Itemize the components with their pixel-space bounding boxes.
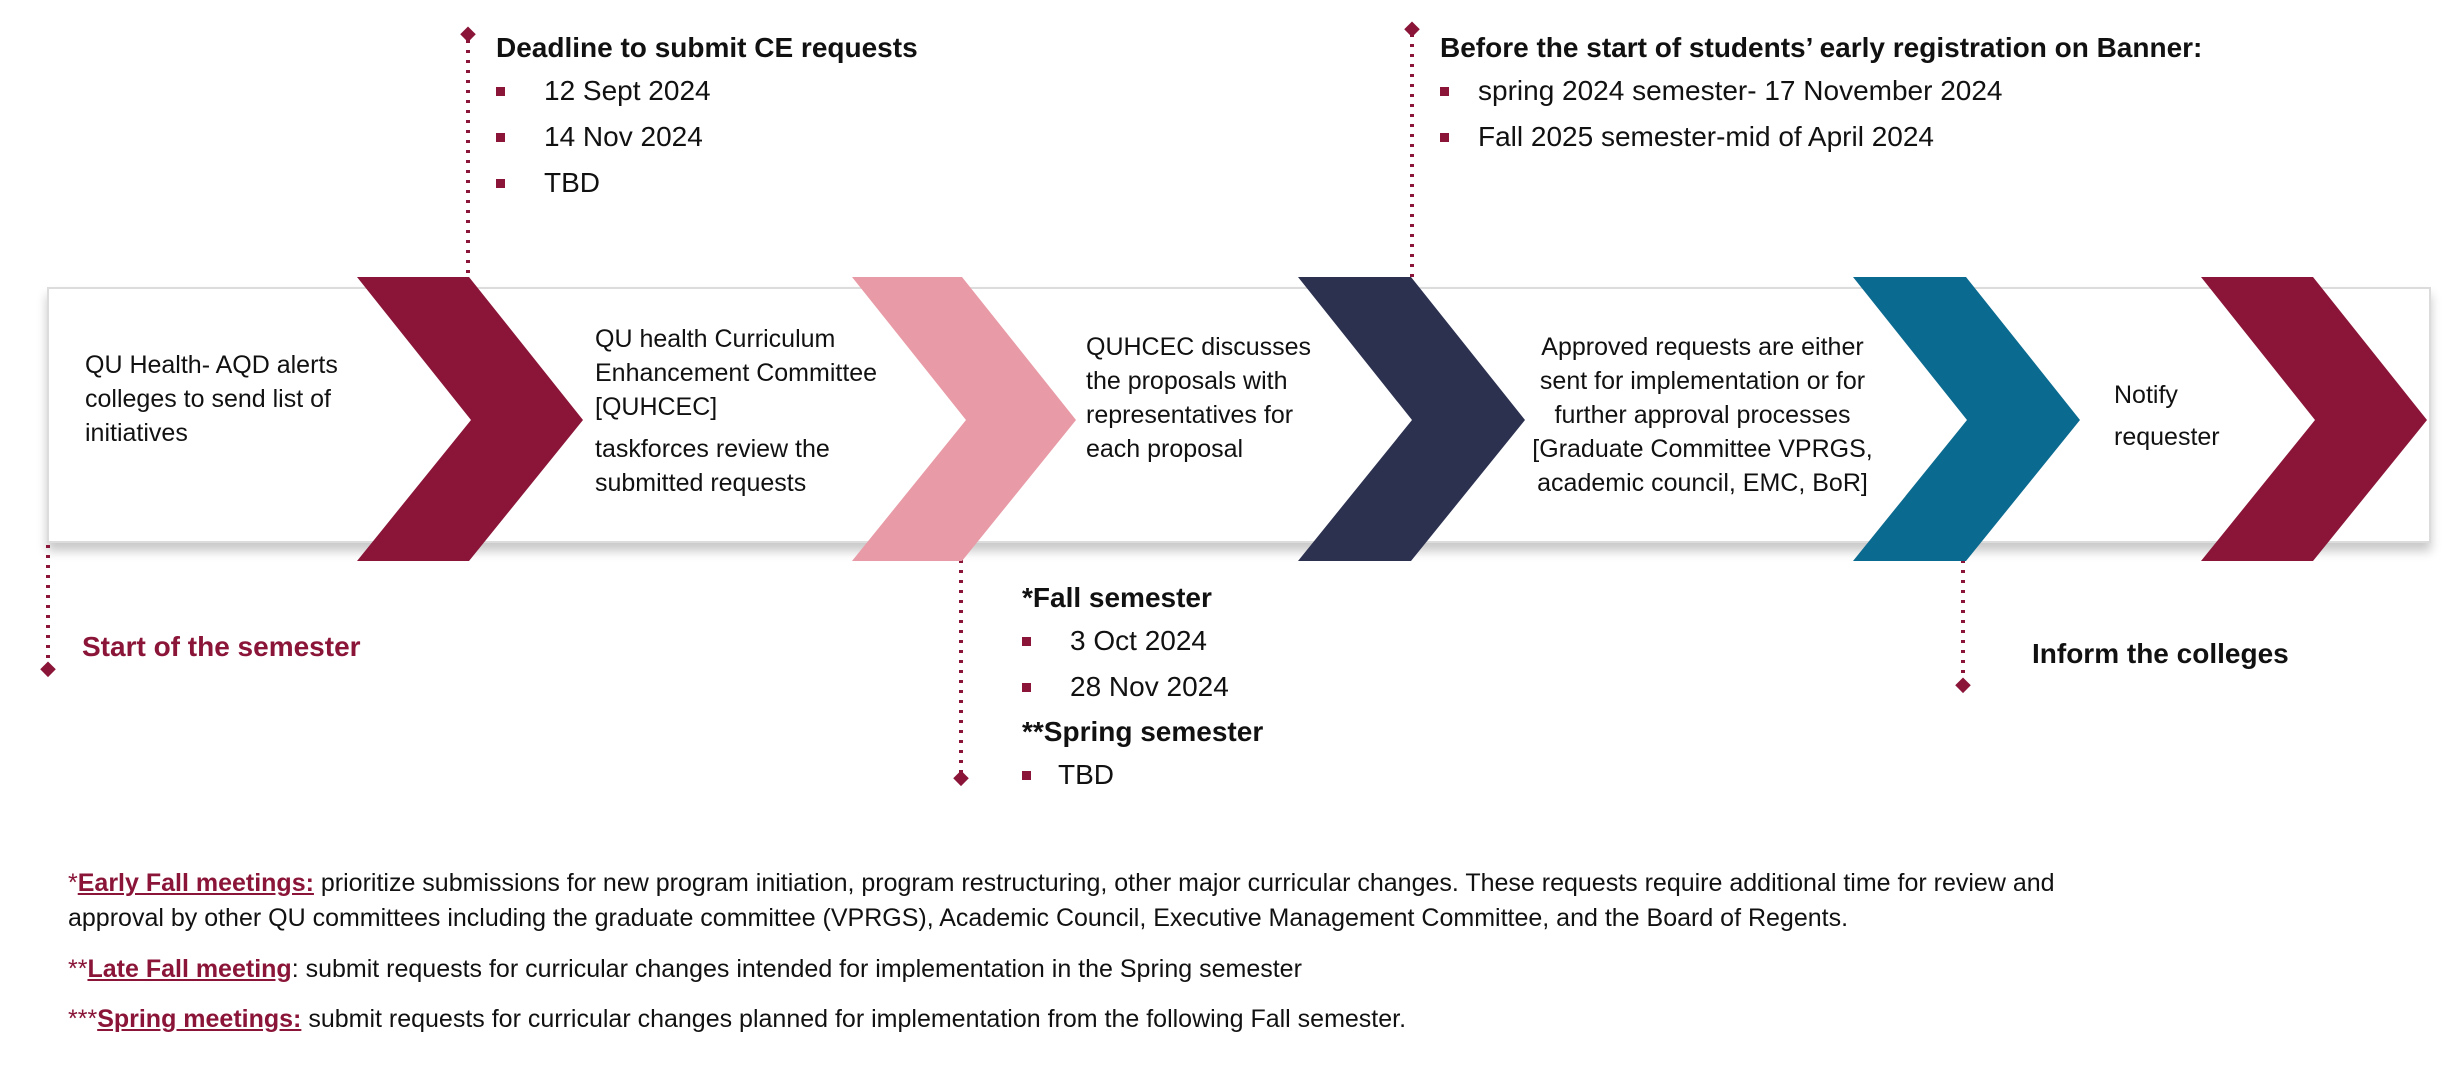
step-line: requester [2114,423,2220,451]
note-stars: * [68,869,78,897]
step-line: each proposal [1086,435,1244,463]
step-line: [Graduate Committee VPRGS, [1532,435,1873,463]
connector-start-diamond [40,661,56,678]
step-line: the proposals with [1086,367,1288,395]
step-line: Enhancement Committee [595,359,878,387]
list-item: 28 Nov 2024 [1022,664,1522,710]
step-line: submitted requests [595,469,807,497]
chevron-1 [357,277,583,561]
step-1-text: QU Health- AQD alerts colleges to send l… [85,348,375,450]
note-label: Early Fall meetings: [77,869,314,897]
list-item: TBD [496,160,1096,206]
list-item: Fall 2025 semester-mid of April 2024 [1440,114,2420,160]
list-item: TBD [1022,752,1522,798]
meetings-block: *Fall semester 3 Oct 2024 28 Nov 2024 **… [1022,578,1522,798]
connector-deadline-diamond [460,26,476,43]
note-late-fall: **Late Fall meeting: submit requests for… [68,952,2428,987]
step-line: representatives for [1086,401,1294,429]
step-line: academic council, EMC, BoR] [1537,469,1868,497]
bullet-icon [496,87,505,96]
list-item: 14 Nov 2024 [496,114,1096,160]
deadline-list: 12 Sept 2024 14 Nov 2024 TBD [496,68,1096,206]
step-line: QUHCEC discusses [1086,333,1312,361]
registration-list: spring 2024 semester- 17 November 2024 F… [1440,68,2420,160]
step-line: initiatives [85,419,188,447]
note-stars: *** [68,1005,98,1033]
list-item-text: 12 Sept 2024 [544,75,711,106]
bullet-icon [1440,133,1449,142]
inform-label: Inform the colleges [2032,638,2289,669]
step-line: Approved requests are either [1541,333,1864,361]
list-item-text: 3 Oct 2024 [1070,625,1207,656]
spring-list: TBD [1022,752,1522,798]
fall-list: 3 Oct 2024 28 Nov 2024 [1022,618,1522,710]
step-2-text: QU health Curriculum Enhancement Committ… [595,322,895,500]
deadline-block: Deadline to submit CE requests 12 Sept 2… [496,28,1096,206]
step-line: Notify [2114,381,2178,409]
note-text: prioritize submissions for new program i… [313,869,2055,897]
step-line: colleges to send list of [85,385,331,413]
fall-heading: *Fall semester [1022,582,1212,613]
connector-inform-diamond [1955,677,1971,694]
deadline-heading: Deadline to submit CE requests [496,32,918,63]
note-text-2: approval by other QU committees includin… [68,904,1849,932]
list-item-text: 28 Nov 2024 [1070,671,1229,702]
list-item: 12 Sept 2024 [496,68,1096,114]
chevron-2 [852,277,1076,561]
step-3-text: QUHCEC discusses the proposals with repr… [1086,330,1326,466]
note-early-fall: *Early Fall meetings: prioritize submiss… [68,866,2428,936]
connector-meetings-diamond [953,770,969,787]
note-label: Spring meetings: [97,1005,302,1033]
step-line: sent for implementation or for [1539,367,1866,395]
note-spring: ***Spring meetings: submit requests for … [68,1002,2428,1037]
chevron-5 [2201,277,2427,561]
bullet-icon [496,133,505,142]
note-stars: ** [68,955,88,983]
note-text: : submit requests for curricular changes… [291,955,1302,983]
step-line: [QUHCEC] [595,393,718,421]
spring-heading: **Spring semester [1022,716,1264,747]
bullet-icon [1022,771,1031,780]
bullet-icon [1440,87,1449,96]
note-text: submit requests for curricular changes p… [301,1005,1407,1033]
start-label: Start of the semester [82,631,361,662]
list-item-text: Fall 2025 semester-mid of April 2024 [1478,121,1934,152]
note-label: Late Fall meeting [87,955,292,983]
list-item-text: 14 Nov 2024 [544,121,703,152]
step-line: QU health Curriculum [595,325,836,353]
list-item-text: TBD [1058,759,1114,790]
step-line: QU Health- AQD alerts [85,351,338,379]
list-item-text: TBD [544,167,600,198]
bullet-icon [1022,637,1031,646]
list-item-text: spring 2024 semester- 17 November 2024 [1478,75,2003,106]
list-item: 3 Oct 2024 [1022,618,1522,664]
step-4-text: Approved requests are either sent for im… [1510,330,1895,500]
step-line: taskforces review the [595,435,830,463]
connector-registration-diamond [1404,21,1420,38]
step-line: further approval processes [1554,401,1851,429]
chevron-3 [1298,277,1525,561]
bullet-icon [1022,683,1031,692]
list-item: spring 2024 semester- 17 November 2024 [1440,68,2420,114]
step-5-text: Notify requester [2114,374,2264,458]
registration-block: Before the start of students’ early regi… [1440,28,2420,160]
chevron-4 [1853,277,2080,561]
bullet-icon [496,179,505,188]
registration-heading: Before the start of students’ early regi… [1440,32,2203,63]
